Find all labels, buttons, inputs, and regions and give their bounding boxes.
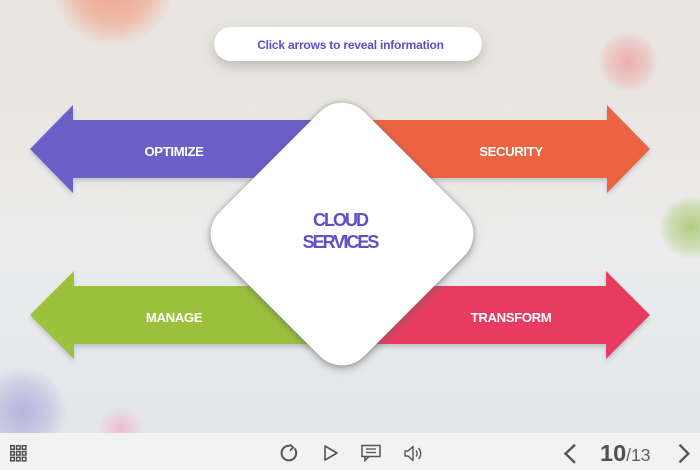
svg-text:TRANSFORM: TRANSFORM — [471, 310, 552, 325]
svg-text:MANAGE: MANAGE — [146, 310, 203, 325]
svg-text:OPTIMIZE: OPTIMIZE — [144, 144, 204, 159]
svg-text:SECURITY: SECURITY — [479, 144, 543, 159]
